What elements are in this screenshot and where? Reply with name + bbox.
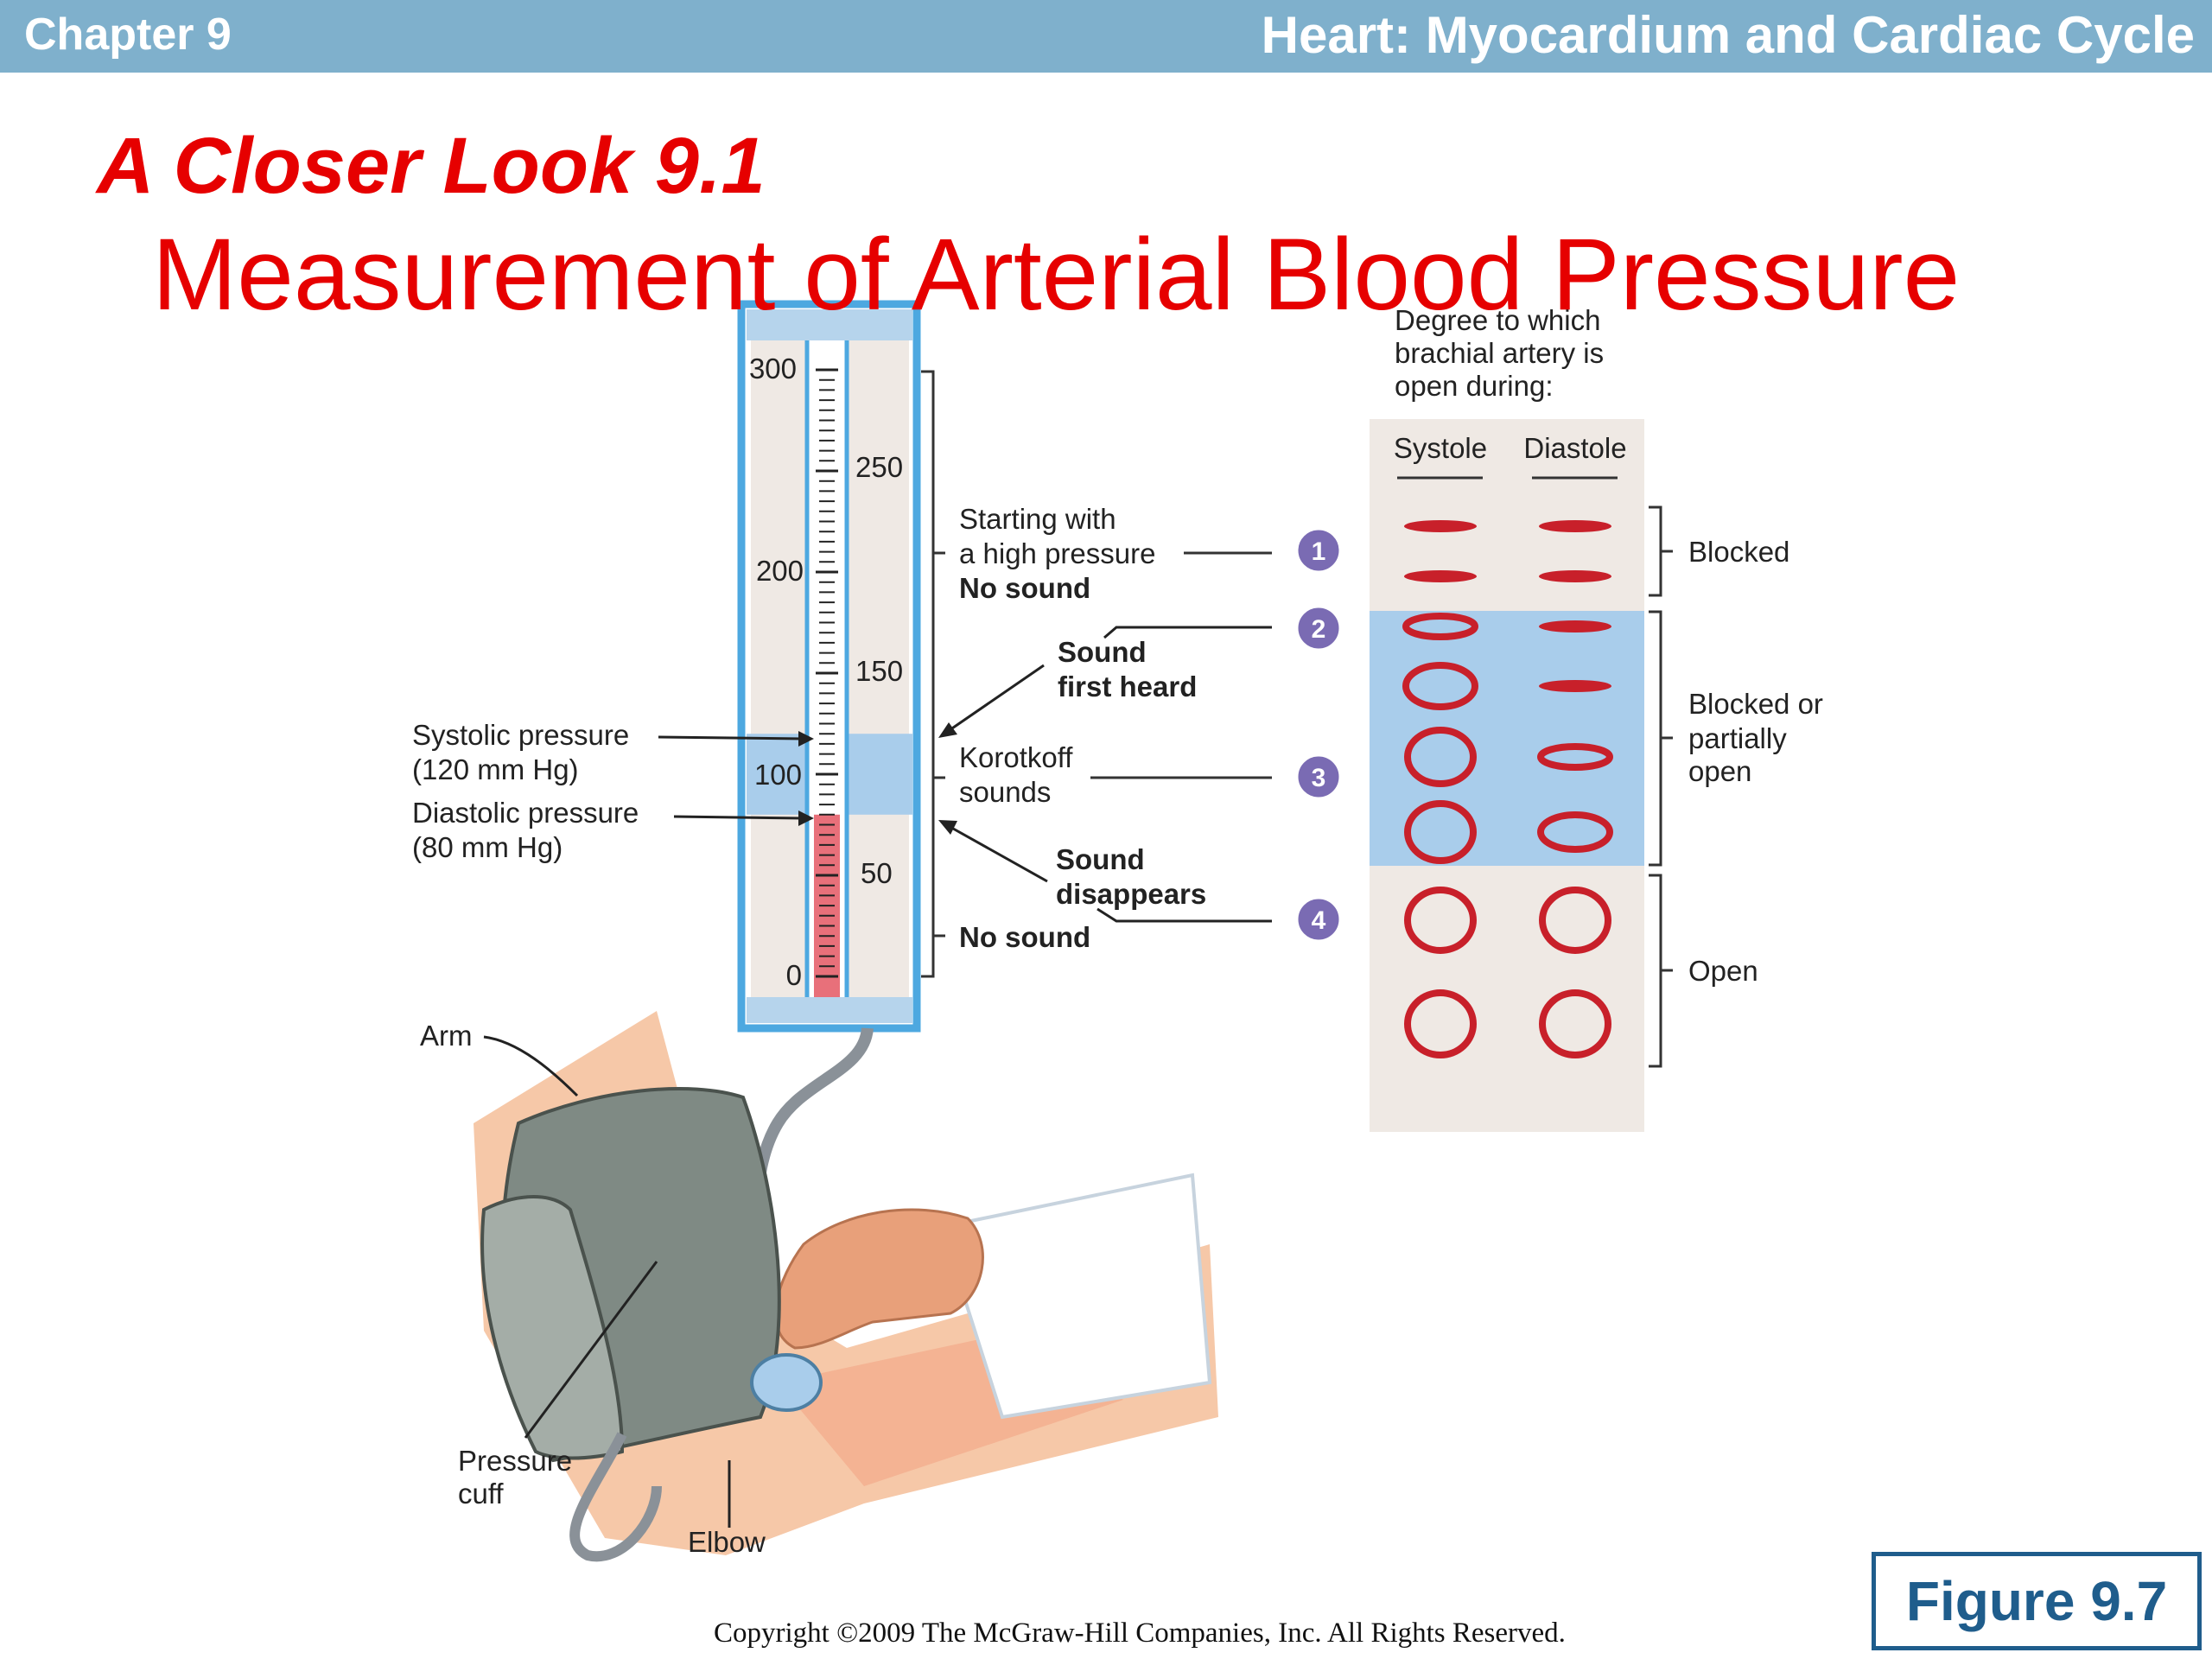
bracket-open — [1649, 874, 1662, 1068]
artery-diastole-8 — [1539, 989, 1611, 1058]
tick-label-50: 50 — [861, 857, 893, 889]
leader-step-2 — [1103, 626, 1272, 639]
no-sound-bottom-label: No sound — [959, 921, 1090, 953]
systolic-arrowhead — [798, 731, 814, 747]
artery-diastole-1 — [1539, 520, 1611, 532]
artery-systole-3 — [1402, 613, 1478, 640]
sound-disappears-arrow — [946, 823, 1048, 883]
manometer-cap-top — [747, 309, 912, 340]
korotkoff-label-2: sounds — [959, 776, 1051, 808]
svg-text:2: 2 — [1312, 615, 1326, 644]
sound-disappears-arrowhead — [938, 820, 957, 835]
elbow-label: Elbow — [688, 1526, 766, 1558]
gauge-bracket — [921, 370, 935, 978]
tick-label-0: 0 — [786, 959, 802, 991]
chapter-heading: Heart: Myocardium and Cardiac Cycle — [1261, 6, 2195, 64]
artery-systole-8 — [1404, 989, 1477, 1058]
slide-title: Measurement of Arterial Blood Pressure — [152, 218, 1961, 332]
artery-diastole-5 — [1537, 743, 1613, 771]
artery-systole-6 — [1404, 800, 1477, 864]
sound-first-label-2: first heard — [1058, 671, 1197, 702]
copyright-text: Copyright ©2009 The McGraw-Hill Companie… — [714, 1618, 1566, 1649]
artery-caption-3: open during: — [1395, 370, 1553, 402]
tick-label-150: 150 — [855, 655, 903, 687]
korotkoff-label-1: Korotkoff — [959, 741, 1073, 773]
artery-diastole-3 — [1539, 620, 1611, 632]
stethoscope-head — [750, 1353, 823, 1412]
tick-label-100: 100 — [754, 759, 802, 791]
tick-label-200: 200 — [756, 555, 804, 587]
group-partial-label-1: Blocked or — [1688, 688, 1823, 720]
cuff-label-1: Pressure — [458, 1445, 572, 1477]
artery-systole-4 — [1402, 662, 1478, 710]
artery-diastole-6 — [1537, 811, 1613, 853]
group-open-label: Open — [1688, 955, 1758, 987]
scale-labels: 300 250 200 150 100 50 0 — [749, 353, 903, 991]
arm-illustration — [474, 1011, 1218, 1562]
sound-disappears-label-2: disappears — [1056, 878, 1206, 910]
svg-text:4: 4 — [1312, 906, 1326, 935]
lab-coat-sleeve — [939, 1173, 1212, 1420]
svg-text:Systolic pressure: Systolic pressure — [412, 719, 629, 751]
start-label-2: a high pressure — [959, 537, 1155, 569]
artery-caption-1: Degree to which — [1395, 304, 1600, 336]
arm-label: Arm — [420, 1020, 473, 1052]
cuff-label-2: cuff — [458, 1478, 504, 1510]
diastolic-label: Diastolic pressure (80 mm Hg) — [412, 797, 639, 863]
sound-first-label-1: Sound — [1058, 636, 1147, 668]
artery-systole-2 — [1404, 570, 1477, 582]
artery-diastole-4 — [1539, 680, 1611, 692]
artery-systole-7 — [1404, 887, 1477, 954]
col-header-diastole: Diastole — [1523, 432, 1626, 464]
svg-text:Diastolic pressure: Diastolic pressure — [412, 797, 639, 829]
arm-leader — [483, 1035, 579, 1097]
scale-ticks — [816, 368, 838, 978]
svg-text:(80 mm Hg): (80 mm Hg) — [412, 831, 563, 863]
group-partial-label-3: open — [1688, 755, 1751, 787]
diastolic-arrow — [673, 815, 804, 820]
cuff-leader — [524, 1261, 658, 1439]
cuff-flap — [480, 1195, 625, 1460]
tick-label-250: 250 — [855, 451, 903, 483]
chapter-label: Chapter 9 — [24, 10, 232, 60]
artery-systole-1 — [1404, 520, 1477, 532]
bracket-blocked — [1649, 505, 1662, 597]
tick-label-300: 300 — [749, 353, 797, 385]
no-sound-top-label: No sound — [959, 572, 1090, 604]
artery-shapes — [1402, 520, 1613, 1058]
step-badge-2: 2 — [1295, 605, 1342, 652]
systolic-label: Systolic pressure (120 mm Hg) — [412, 719, 629, 785]
artery-caption-2: brachial artery is — [1395, 337, 1604, 369]
leader-step-4 — [1096, 907, 1272, 923]
figure-label: Figure 9.7 — [1872, 1552, 2202, 1650]
start-label-1: Starting with — [959, 503, 1116, 535]
sound-disappears-label-1: Sound — [1056, 843, 1145, 875]
group-partial-label-2: partially — [1688, 722, 1787, 754]
bracket-partial — [1649, 610, 1662, 867]
svg-text:3: 3 — [1312, 764, 1326, 792]
sound-first-arrow — [946, 664, 1045, 734]
manometer-cap-bottom — [747, 997, 912, 1023]
artery-diastole-7 — [1539, 887, 1611, 954]
step-badge-1: 1 — [1295, 527, 1342, 574]
group-blocked-label: Blocked — [1688, 536, 1789, 568]
artery-diastole-2 — [1539, 570, 1611, 582]
closer-look-label: A Closer Look 9.1 — [97, 122, 766, 210]
header-bar — [0, 0, 2212, 73]
svg-text:1: 1 — [1312, 537, 1326, 566]
col-header-systole: Systole — [1394, 432, 1487, 464]
svg-text:(120 mm Hg): (120 mm Hg) — [412, 753, 579, 785]
diastolic-arrowhead — [798, 810, 814, 826]
step-badge-4: 4 — [1295, 896, 1342, 943]
sound-first-arrowhead — [938, 722, 957, 738]
step-badge-3: 3 — [1295, 753, 1342, 800]
systolic-arrow — [658, 735, 804, 741]
cuff-tubing-loop — [569, 1432, 662, 1562]
artery-systole-5 — [1404, 727, 1477, 787]
